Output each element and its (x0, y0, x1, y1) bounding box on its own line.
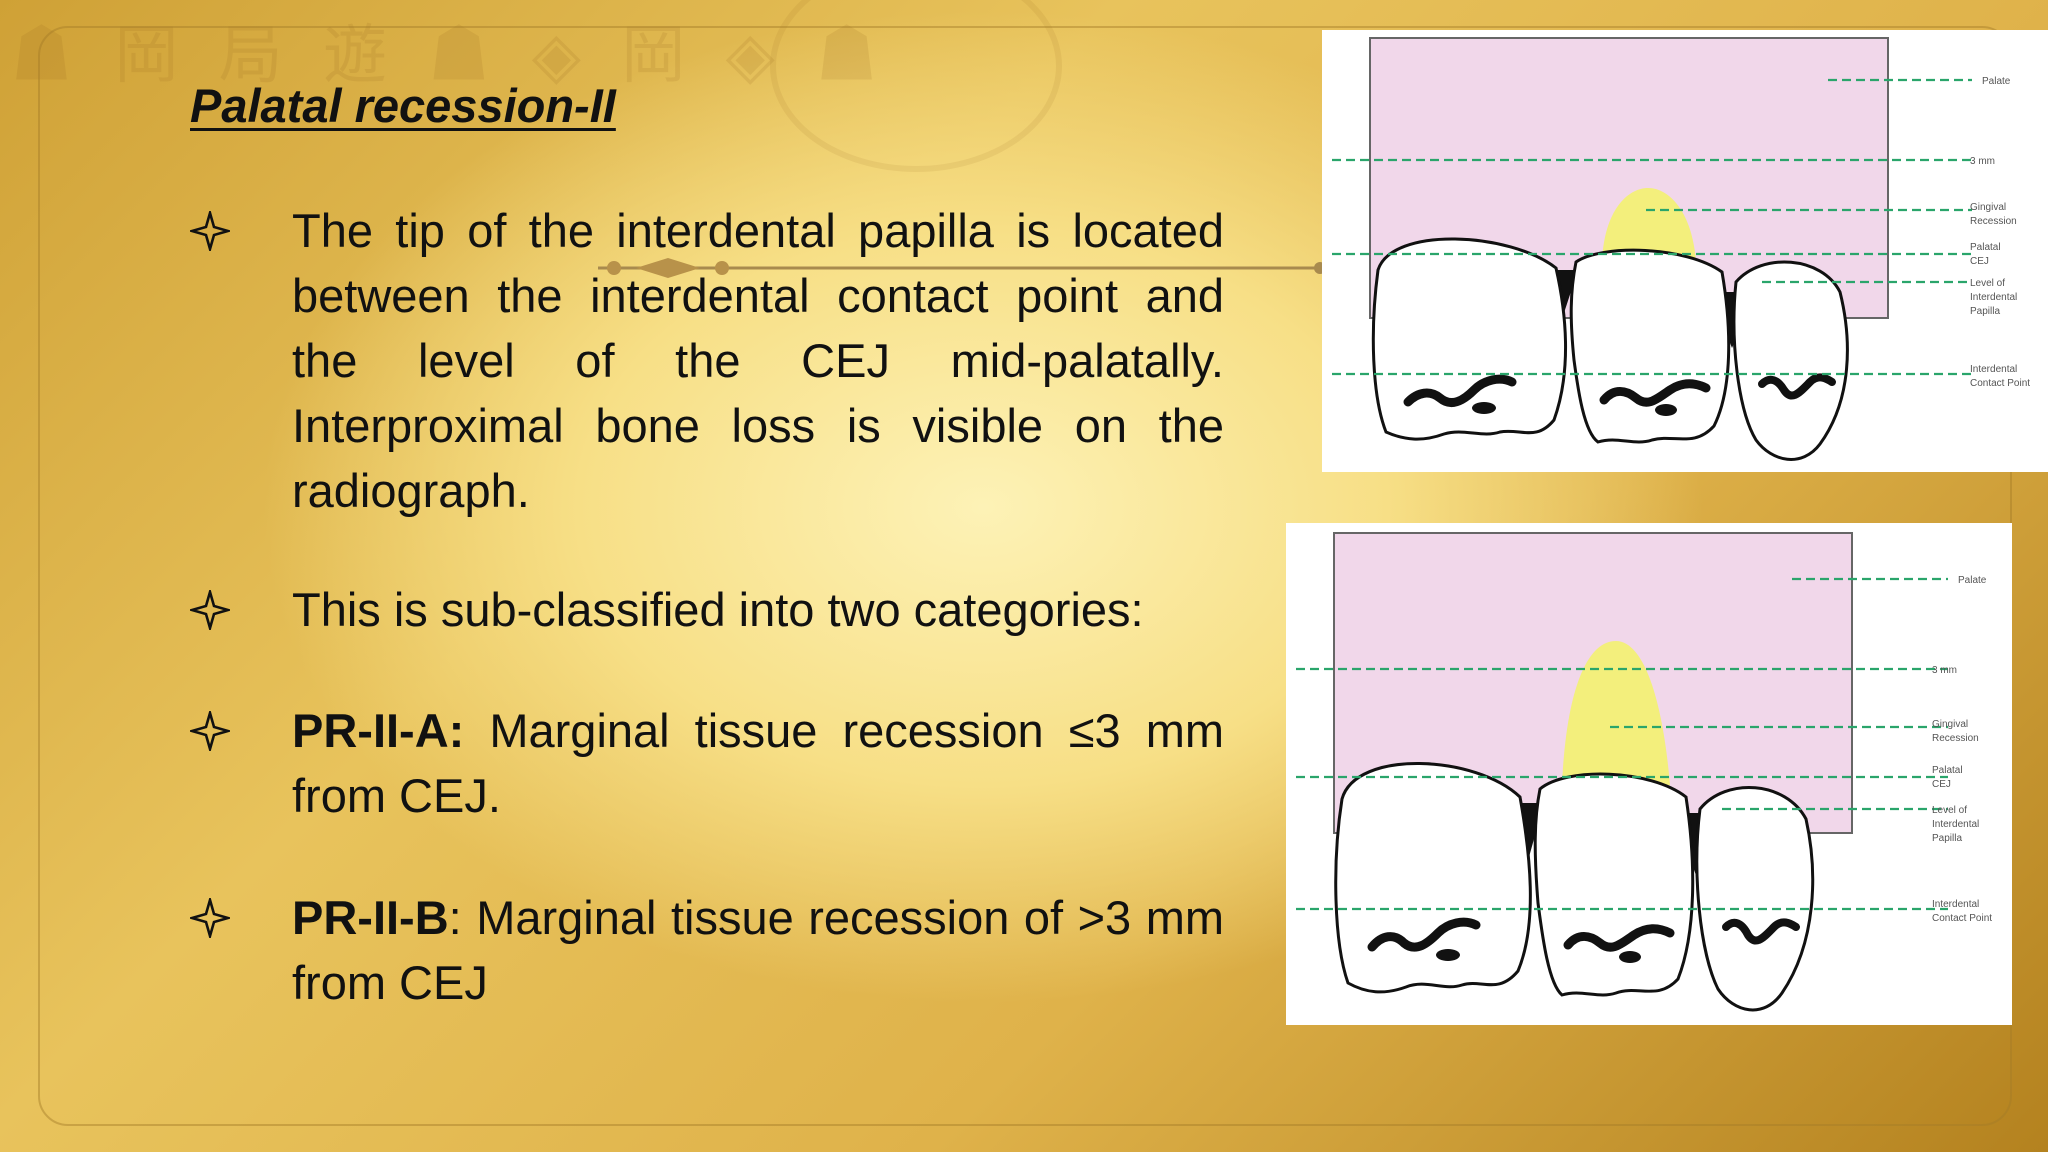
label-gingival-recession: Gingival (1970, 202, 2006, 213)
label-palatal-cej: Palatal (1932, 765, 1963, 776)
background-stamp (770, 0, 1062, 172)
label-palate: Palate (1982, 76, 2011, 87)
label-palatal-cej: CEJ (1932, 779, 1951, 790)
bullet-body: Marginal tissue recession of >3 mm from … (292, 891, 1224, 1009)
label-3mm: 3 mm (1970, 156, 1995, 167)
four-point-star-icon (190, 577, 234, 642)
label-interdental-papilla: Interdental (1932, 819, 1979, 830)
bullet-bold-label: PR-II-B (292, 891, 449, 944)
four-point-star-icon (190, 198, 234, 263)
bullet-item-1: The tip of the interdental papilla is lo… (190, 198, 1224, 523)
four-point-star-icon (190, 885, 234, 950)
figure-palatal-recession-a: Palate 3 mm Gingival Recession Palatal C… (1322, 30, 2048, 472)
label-contact-point: Contact Point (1970, 378, 2030, 389)
label-contact-point: Contact Point (1932, 913, 1992, 924)
bullet-item-4: PR-II-B: Marginal tissue recession of >3… (190, 885, 1224, 1015)
bullet-body: Marginal tissue recession ≤3 mm from CEJ… (292, 704, 1224, 822)
label-3mm: 3 mm (1932, 665, 1957, 676)
label-palate: Palate (1958, 575, 1987, 586)
label-palatal-cej: Palatal (1970, 242, 2001, 253)
figure-palatal-recession-b: Palate 3 mm Gingival Recession Palatal C… (1286, 523, 2012, 1025)
label-gingival-recession: Gingival (1932, 719, 1968, 730)
bullet-bold-label: PR-II-A: (292, 704, 465, 757)
bullet-text: The tip of the interdental papilla is lo… (292, 204, 1224, 517)
bullet-item-3: PR-II-A: Marginal tissue recession ≤3 mm… (190, 698, 1224, 828)
decorative-connector (598, 258, 1326, 278)
label-interdental-papilla: Interdental (1970, 292, 2017, 303)
bullet-text: PR-II-A: Marginal tissue recession ≤3 mm… (292, 698, 1224, 828)
label-interdental-papilla: Papilla (1970, 306, 2000, 317)
label-interdental-papilla: Level of (1932, 805, 1967, 816)
label-contact-point: Interdental (1932, 899, 1979, 910)
bullet-text: This is sub-classified into two categori… (292, 583, 1144, 636)
bullet-item-2: This is sub-classified into two categori… (190, 577, 1224, 642)
tooth-diagram-top: Palate 3 mm Gingival Recession Palatal C… (1332, 37, 2030, 461)
label-gingival-recession: Recession (1970, 216, 2017, 227)
label-contact-point: Interdental (1970, 364, 2017, 375)
label-palatal-cej: CEJ (1970, 256, 1989, 267)
label-interdental-papilla: Level of (1970, 278, 2005, 289)
bullet-text: PR-II-B: Marginal tissue recession of >3… (292, 885, 1224, 1015)
bullet-colon: : (448, 891, 462, 944)
label-gingival-recession: Recession (1932, 733, 1979, 744)
four-point-star-icon (190, 698, 234, 763)
label-interdental-papilla: Papilla (1932, 833, 1962, 844)
tooth-diagram-bottom: Palate 3 mm Gingival Recession Palatal C… (1296, 532, 1992, 1012)
slide-title: Palatal recession-II (190, 79, 616, 132)
background-watermark: ☗ 岡 局 遊 ☗ ◈ 岡 ◈ ☗ (10, 19, 890, 93)
